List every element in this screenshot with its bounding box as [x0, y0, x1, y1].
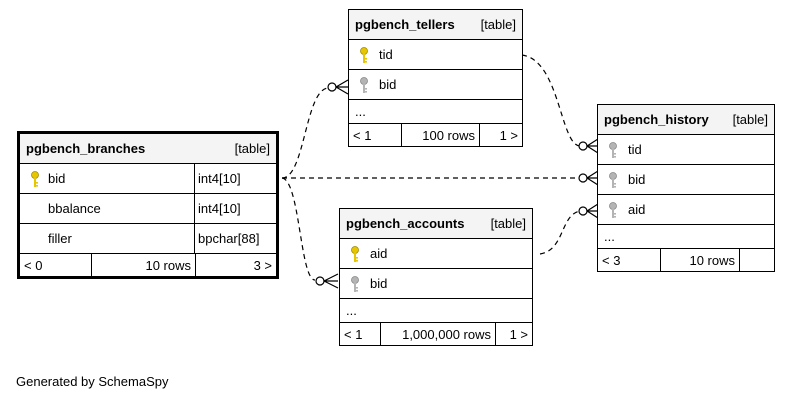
table-footer: < 1 100 rows 1 >	[349, 124, 522, 146]
foreign-key-icon	[355, 76, 373, 94]
parents-count[interactable]: < 1	[340, 323, 381, 345]
table-kind: [table]	[490, 216, 526, 231]
foreign-key-icon	[346, 275, 364, 293]
table-name: pgbench_tellers	[355, 17, 455, 32]
parents-count[interactable]: < 0	[20, 254, 92, 276]
column-name: aid	[628, 202, 646, 217]
relationship-tellers-history	[521, 54, 581, 147]
relationship-accounts-history	[539, 210, 581, 255]
foreign-key-icon	[604, 171, 622, 189]
crows-foot-marker	[586, 170, 599, 186]
children-count[interactable]: 1 >	[499, 127, 518, 143]
relationship-branches-accounts	[281, 177, 316, 281]
optional-marker	[578, 141, 588, 151]
column-row[interactable]: filler bpchar[88]	[20, 224, 276, 254]
parents-count[interactable]: < 3	[598, 249, 661, 271]
table-header[interactable]: pgbench_accounts [table]	[340, 209, 532, 239]
row-count: 10 rows	[661, 249, 740, 271]
column-row[interactable]: bid	[598, 165, 774, 195]
column-row[interactable]: bid	[349, 70, 522, 100]
generated-by-credit[interactable]: Generated by SchemaSpy	[16, 374, 169, 389]
table-footer: < 3 10 rows	[598, 249, 774, 271]
column-type: bpchar[88]	[194, 224, 276, 253]
table-header[interactable]: pgbench_tellers [table]	[349, 10, 522, 40]
column-row[interactable]: bid int4[10]	[20, 164, 276, 194]
column-name: aid	[370, 246, 388, 261]
relationship-branches-tellers	[281, 87, 329, 179]
table-name: pgbench_branches	[26, 141, 146, 156]
foreign-key-icon	[604, 201, 622, 219]
children-count[interactable]	[740, 249, 774, 271]
table-pgbench-accounts[interactable]: pgbench_accounts [table] aid bid ... < 1…	[339, 208, 533, 346]
table-pgbench-tellers[interactable]: pgbench_tellers [table] tid bid ... < 1 …	[348, 9, 523, 147]
crows-foot-marker	[586, 203, 599, 219]
table-header[interactable]: pgbench_branches [table]	[20, 134, 276, 164]
crows-foot-marker	[586, 138, 599, 154]
primary-key-icon	[26, 170, 44, 188]
table-name: pgbench_history	[604, 112, 709, 127]
column-row[interactable]: tid	[349, 40, 522, 70]
more-columns-ellipsis: ...	[340, 299, 532, 323]
table-footer: < 0 10 rows 3 >	[20, 254, 276, 276]
primary-key-icon	[346, 245, 364, 263]
column-type: int4[10]	[194, 194, 276, 223]
column-name: bid	[48, 171, 66, 186]
column-row[interactable]: aid	[598, 195, 774, 225]
children-count[interactable]: 3 >	[253, 257, 272, 273]
children-count[interactable]: 1 >	[509, 326, 528, 342]
optional-marker	[315, 276, 325, 286]
foreign-key-icon	[604, 141, 622, 159]
table-pgbench-history[interactable]: pgbench_history [table] tid bid aid ... …	[597, 104, 775, 272]
table-kind: [table]	[234, 141, 270, 156]
column-name: bid	[370, 276, 388, 291]
crows-foot-marker	[323, 273, 339, 289]
optional-marker	[327, 82, 337, 92]
column-row[interactable]: bbalance int4[10]	[20, 194, 276, 224]
more-columns-ellipsis: ...	[349, 100, 522, 124]
row-count: 10 rows	[92, 254, 196, 276]
row-count: 100 rows	[402, 124, 480, 146]
crows-foot-marker	[335, 79, 349, 95]
table-header[interactable]: pgbench_history [table]	[598, 105, 774, 135]
table-kind: [table]	[480, 17, 516, 32]
table-kind: [table]	[732, 112, 768, 127]
parents-count[interactable]: < 1	[349, 124, 402, 146]
row-count: 1,000,000 rows	[381, 323, 496, 345]
column-name: bid	[379, 77, 397, 92]
column-row[interactable]: tid	[598, 135, 774, 165]
column-name: tid	[628, 142, 642, 157]
column-name: tid	[379, 47, 393, 62]
optional-marker	[578, 206, 588, 216]
table-footer: < 1 1,000,000 rows 1 >	[340, 323, 532, 345]
table-name: pgbench_accounts	[346, 216, 465, 231]
column-name: filler	[48, 231, 72, 246]
column-type: int4[10]	[194, 164, 276, 193]
column-row[interactable]: bid	[340, 269, 532, 299]
column-row[interactable]: aid	[340, 239, 532, 269]
optional-marker	[578, 173, 588, 183]
more-columns-ellipsis: ...	[598, 225, 774, 249]
column-name: bbalance	[48, 201, 101, 216]
column-name: bid	[628, 172, 646, 187]
table-pgbench-branches[interactable]: pgbench_branches [table] bid int4[10] bb…	[17, 131, 279, 279]
primary-key-icon	[355, 46, 373, 64]
